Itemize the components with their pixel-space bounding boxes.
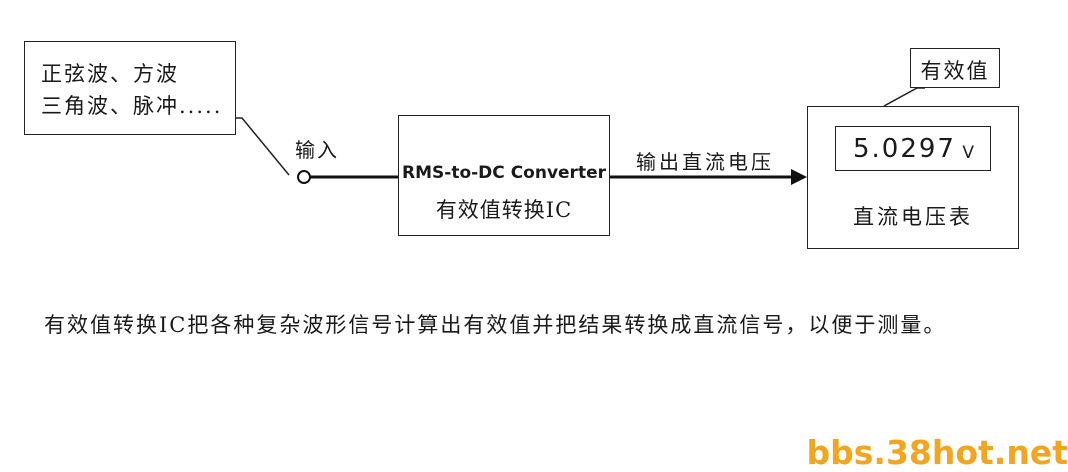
output-label: 输出直流电压 bbox=[636, 150, 774, 174]
waveform-callout-line1: 正弦波、方波 bbox=[41, 62, 179, 86]
callout-pointer bbox=[236, 117, 290, 176]
converter-subtitle: 有效值转换IC bbox=[435, 198, 573, 222]
meter-unit: V bbox=[962, 143, 974, 163]
waveform-callout-line2: 三角波、脉冲..... bbox=[41, 94, 223, 118]
site-watermark: bbs.38hot.net bbox=[806, 433, 1068, 472]
meter-display: 5.0297 V bbox=[835, 126, 991, 171]
input-terminal bbox=[297, 170, 311, 184]
rms-value-callout: 有效值 bbox=[910, 48, 1000, 88]
rms-callout-pointer bbox=[883, 87, 925, 107]
converter-title: RMS-to-DC Converter bbox=[402, 163, 606, 183]
dc-voltmeter-block: 5.0297 V 直流电压表 bbox=[807, 106, 1019, 249]
meter-name: 直流电压表 bbox=[853, 205, 973, 229]
output-arrowhead bbox=[791, 169, 807, 185]
description-text: 有效值转换IC把各种复杂波形信号计算出有效值并把结果转换成直流信号，以便于测量。 bbox=[44, 313, 947, 337]
rms-converter-block: RMS-to-DC Converter 有效值转换IC bbox=[398, 115, 610, 236]
meter-reading: 5.0297 bbox=[853, 134, 956, 164]
rms-value-callout-label: 有效值 bbox=[920, 59, 990, 83]
waveform-callout: 正弦波、方波 三角波、脉冲..... bbox=[24, 41, 236, 135]
input-label: 输入 bbox=[295, 138, 339, 162]
